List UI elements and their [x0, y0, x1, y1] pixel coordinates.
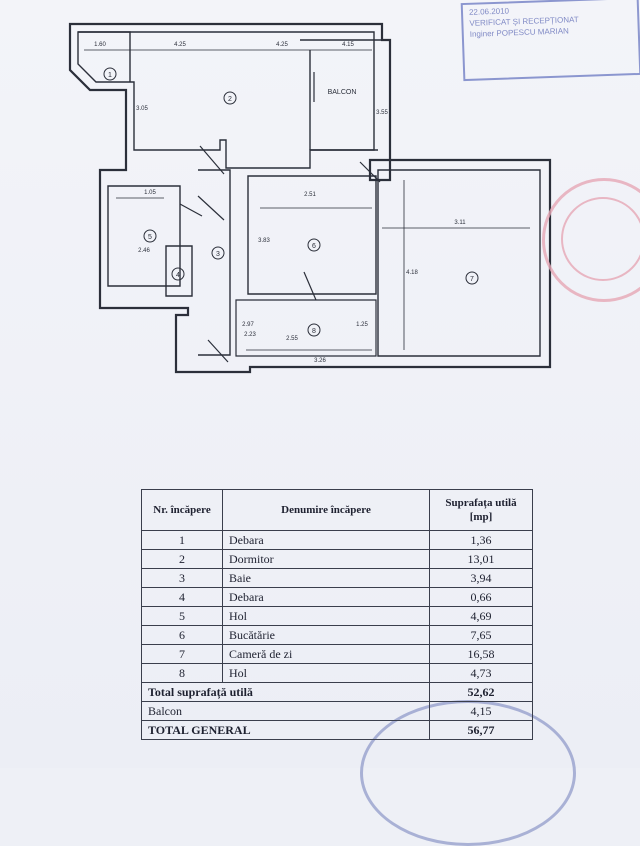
outer-wall [68, 22, 552, 374]
row-name: Dormitor [222, 549, 430, 569]
room-number-3: 3 [216, 251, 220, 258]
row-name: Hol [222, 663, 430, 683]
balcony-row: Balcon 4,15 [141, 701, 533, 721]
header-number: Nr. încăpere [141, 489, 223, 531]
row-area: 4,69 [429, 606, 533, 626]
table-header-row: Nr. încăpere Denumire încăpere Suprafața… [141, 489, 533, 531]
room-number-2: 2 [228, 96, 232, 103]
room-number-1: 1 [108, 72, 112, 79]
row-number: 2 [141, 549, 223, 569]
room-number-6: 6 [312, 243, 316, 250]
total-general-value: 56,77 [429, 720, 533, 740]
room-number-8: 8 [312, 328, 316, 335]
row-area: 3,94 [429, 568, 533, 588]
dim-label: 2.55 [286, 336, 298, 342]
balcony-value: 4,15 [429, 701, 533, 721]
total-useful-row: Total suprafață utilă 52,62 [141, 682, 533, 702]
balcony-label: Balcon [141, 701, 430, 721]
balcony-label: BALCON [328, 89, 357, 96]
dim-label: 4.25 [276, 42, 288, 48]
total-useful-value: 52,62 [429, 682, 533, 702]
dim-label: 2.46 [138, 248, 150, 254]
dim-label: 2.23 [244, 332, 256, 338]
dim-label: 4.15 [342, 42, 354, 48]
dim-label: 3.55 [376, 110, 388, 116]
row-number: 4 [141, 587, 223, 607]
room-number-7: 7 [470, 276, 474, 283]
dim-label: 1.60 [94, 42, 106, 48]
total-useful-label: Total suprafață utilă [141, 682, 430, 702]
dim-label: 3.83 [258, 238, 270, 244]
row-name: Debara [222, 587, 430, 607]
row-area: 16,58 [429, 644, 533, 664]
room-number-5: 5 [148, 234, 152, 241]
row-name: Debara [222, 530, 430, 550]
header-name: Denumire încăpere [222, 489, 430, 531]
row-number: 7 [141, 644, 223, 664]
dim-label: 2.97 [242, 322, 254, 328]
row-number: 1 [141, 530, 223, 550]
round-seal [542, 178, 640, 302]
row-name: Hol [222, 606, 430, 626]
row-number: 8 [141, 663, 223, 683]
dim-label: 1.25 [356, 322, 368, 328]
total-general-row: TOTAL GENERAL 56,77 [141, 720, 533, 740]
row-area: 1,36 [429, 530, 533, 550]
row-number: 6 [141, 625, 223, 645]
row-area: 7,65 [429, 625, 533, 645]
dim-label: 4.25 [174, 42, 186, 48]
row-number: 5 [141, 606, 223, 626]
row-area: 0,66 [429, 587, 533, 607]
dim-label: 1.05 [144, 190, 156, 196]
room-number-4: 4 [176, 272, 180, 279]
row-name: Cameră de zi [222, 644, 430, 664]
area-table: Nr. încăpere Denumire încăpere Suprafața… [141, 489, 533, 740]
row-area: 4,73 [429, 663, 533, 683]
row-area: 13,01 [429, 549, 533, 569]
floor-plan-drawing: 1 2 3 4 5 6 7 8 BALCON 1.60 4.25 4.25 4.… [68, 22, 552, 374]
dim-label: 3.11 [454, 220, 466, 226]
dim-label: 3.05 [136, 106, 148, 112]
dim-label: 2.51 [304, 192, 316, 198]
row-name: Baie [222, 568, 430, 588]
floor-plan: 1 2 3 4 5 6 7 8 BALCON 1.60 4.25 4.25 4.… [60, 10, 570, 390]
total-general-label: TOTAL GENERAL [141, 720, 430, 740]
row-number: 3 [141, 568, 223, 588]
row-name: Bucătărie [222, 625, 430, 645]
verification-stamp: 22.06.2010 VERIFICAT ȘI RECEPȚIONAT Ingi… [460, 0, 640, 82]
dim-label: 3.26 [314, 358, 326, 364]
dim-label: 4.18 [406, 270, 418, 276]
header-area: Suprafața utilă [mp] [429, 489, 533, 531]
